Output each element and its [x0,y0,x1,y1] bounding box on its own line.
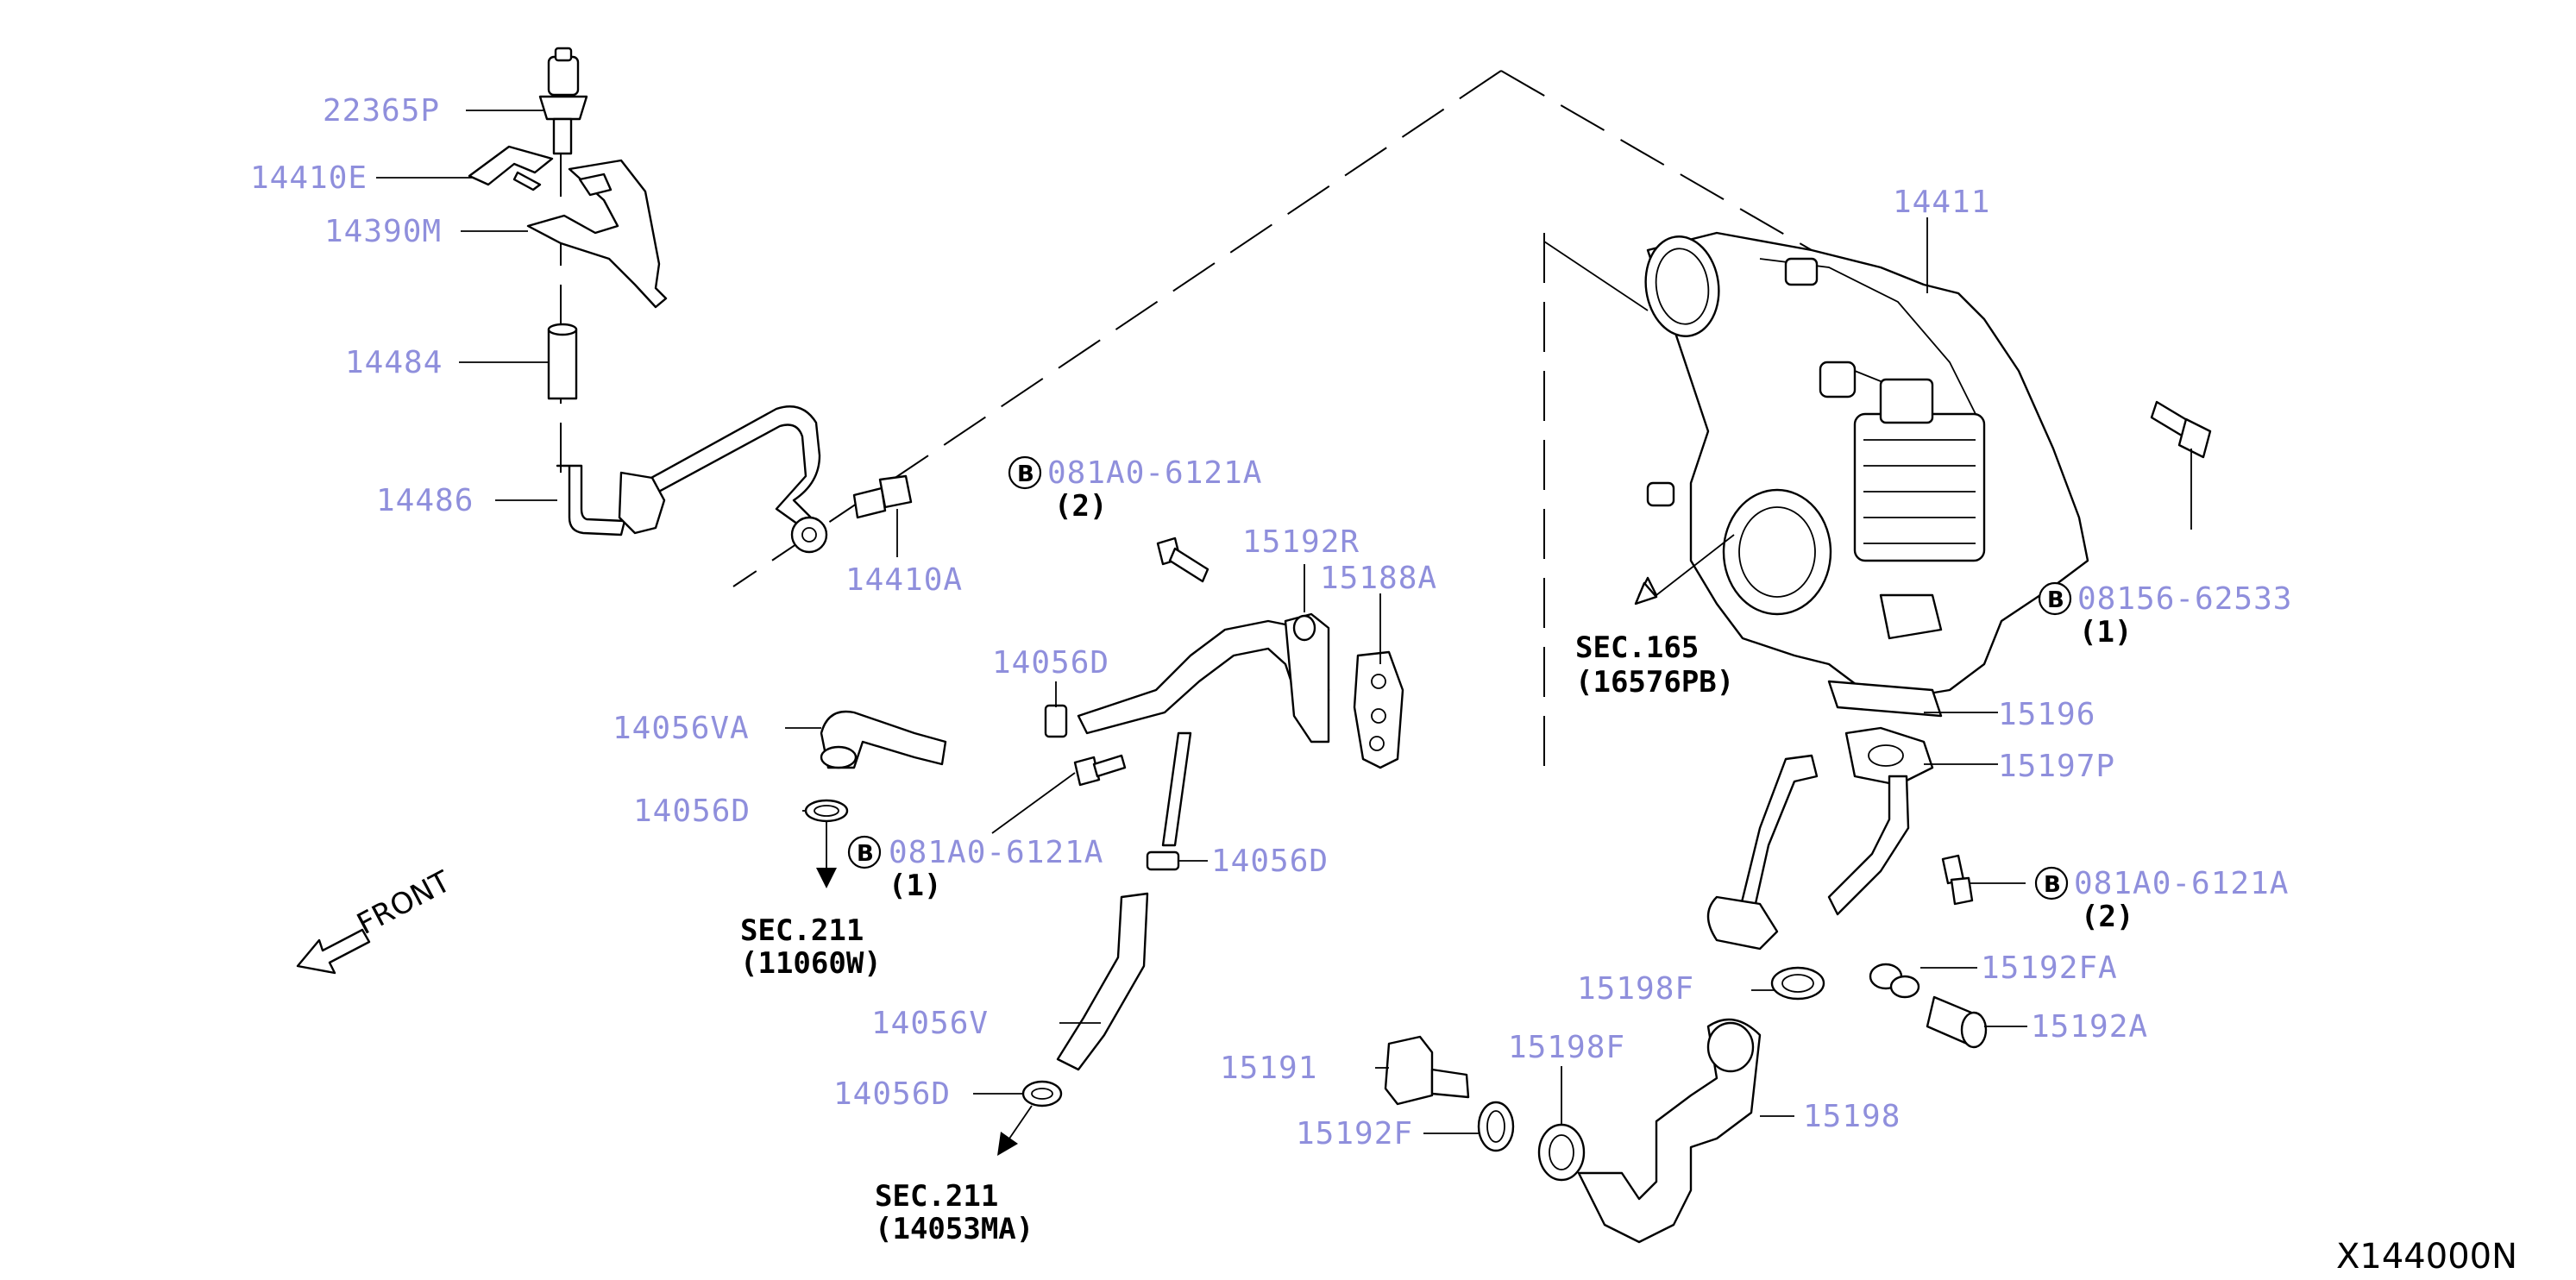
label-14056D-left: 14056D [633,794,751,829]
bolt-symbol-right-top: B [2038,581,2072,616]
label-14056V: 14056V [871,1006,989,1041]
part-14056D-clamp-left[interactable] [804,799,849,823]
part-15198F-clamp-low[interactable] [1537,1123,1586,1182]
part-14390M-bracket[interactable] [526,159,668,309]
part-15198-hose[interactable] [1577,1018,1762,1244]
label-08156-62533: 08156-62533 [2077,581,2292,617]
label-15198F-top: 15198F [1577,971,1694,1007]
part-14056V-hose[interactable] [1056,892,1149,1071]
part-14410A-bolt[interactable] [852,474,913,519]
arrows [816,576,1658,1156]
label-14056D-low: 14056D [833,1076,951,1112]
label-081A0-right: 081A0-6121A [2074,866,2289,901]
label-sec211-top-ref: (11060W) [740,946,882,981]
label-14410E: 14410E [250,160,368,196]
part-081A0-bolt-mid[interactable] [1073,754,1127,787]
part-14056VA-hose[interactable] [820,710,947,769]
part-15192R-feed-pipe[interactable] [1077,612,1330,847]
part-14056D-clamp-mid[interactable] [1146,850,1180,871]
label-14056D-mid: 14056D [1211,844,1329,879]
label-081A0-top-qty: (2) [1054,489,1107,524]
label-sec211-low: SEC.211 [875,1179,998,1214]
bolt-symbol-right-low: B [2034,866,2069,900]
label-15191: 15191 [1220,1051,1317,1086]
label-14410A: 14410A [845,562,963,598]
label-15198F-low: 15198F [1508,1030,1625,1065]
leader-lines [376,110,2192,1134]
part-14411-turbocharger[interactable] [1639,231,2089,700]
front-label: FRONT [351,864,456,942]
svg-text:B: B [857,841,874,867]
bolt-symbol-top: B [1008,455,1042,490]
label-sec211-low-ref: (14053MA) [875,1212,1034,1246]
part-15192A-connector[interactable] [1926,995,1988,1049]
label-14056D-top: 14056D [992,645,1109,681]
part-14056D-clamp-top[interactable] [1044,704,1068,738]
svg-text:B: B [2044,872,2061,898]
label-15196: 15196 [1998,697,2095,732]
label-081A0-mid-qty: (1) [889,869,941,903]
part-22365P-sensor[interactable] [538,47,588,155]
part-labels: 22365P 14410E 14390M 14484 14486 14410A … [250,93,2292,1246]
label-14484: 14484 [345,345,443,380]
svg-text:B: B [1017,461,1034,487]
label-081A0-top: 081A0-6121A [1047,455,1262,491]
label-sec165: SEC.165 [1575,631,1699,665]
label-081A0-right-qty: (2) [2081,900,2133,934]
part-15198F-clamp-top[interactable] [1770,966,1825,1001]
label-14056VA: 14056VA [613,711,750,746]
label-15197P: 15197P [1998,749,2115,784]
label-15192FA: 15192FA [1981,951,2118,986]
label-15192A: 15192A [2031,1009,2148,1045]
part-08156-62533-bolt[interactable] [2150,400,2212,459]
front-arrow-icon: FRONT [296,864,456,975]
part-14484-hose[interactable] [547,323,578,400]
label-081A0-mid: 081A0-6121A [889,835,1103,870]
part-081A0-bolt-top[interactable] [1156,536,1209,583]
part-15188A-gasket[interactable] [1353,650,1404,769]
part-081A0-bolt-right[interactable] [1941,854,1974,906]
label-15188A: 15188A [1320,561,1437,596]
bolt-symbol-mid: B [847,835,882,869]
label-15192R: 15192R [1242,524,1360,560]
label-14486: 14486 [376,483,474,518]
part-15196-gasket[interactable] [1827,680,1943,718]
label-sec211-top: SEC.211 [740,913,864,948]
label-22365P: 22365P [323,93,440,129]
part-15197P-return-pipe[interactable] [1706,726,1934,951]
label-15192F: 15192F [1296,1116,1413,1151]
part-15192F-washer[interactable] [1477,1101,1515,1152]
part-15191-fitting[interactable] [1384,1035,1470,1106]
label-sec165-ref: (16576PB) [1575,665,1734,700]
svg-text:B: B [2047,587,2064,613]
diagram-reference-code: X144000N [2336,1237,2517,1277]
label-08156-qty: (1) [2079,615,2132,649]
label-15198: 15198 [1803,1099,1901,1134]
label-14390M: 14390M [324,214,442,249]
part-14486-pipe[interactable] [556,405,828,554]
part-14056D-clamp-low[interactable] [1021,1080,1063,1107]
part-15192FA-washer[interactable] [1869,963,1920,999]
part-14410E-clip[interactable] [468,145,554,191]
label-14411: 14411 [1893,185,1990,220]
